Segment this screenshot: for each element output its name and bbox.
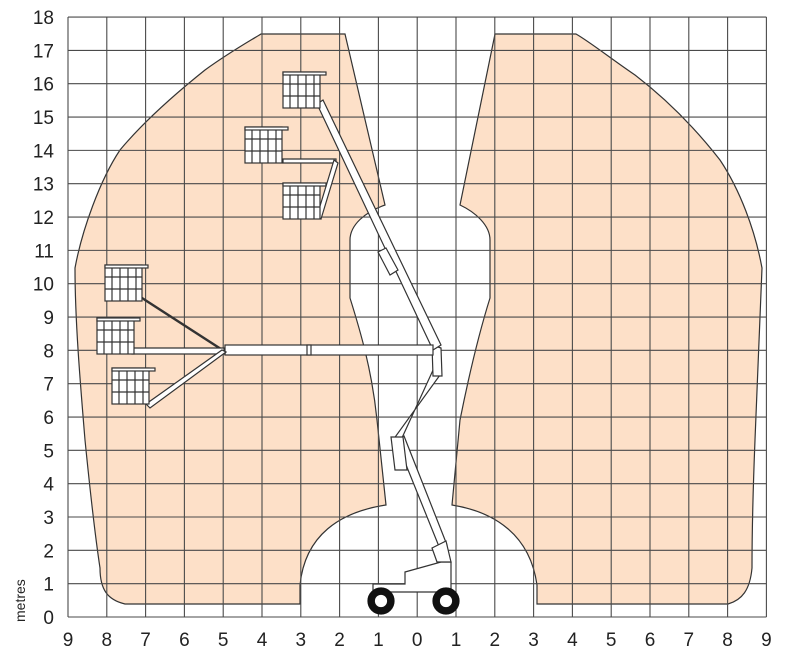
x-tick-label: 3 <box>528 630 539 651</box>
platform-14 <box>244 126 289 164</box>
chassis <box>372 561 452 593</box>
x-tick-label: 1 <box>451 630 462 651</box>
y-tick-label: 7 <box>43 375 54 396</box>
x-tick-label: 7 <box>684 630 695 651</box>
lower-boom-upper <box>391 366 441 441</box>
x-tick-label: 5 <box>606 630 617 651</box>
envelope-left <box>74 33 387 605</box>
y-tick-label: 15 <box>33 108 54 129</box>
y-tick-label: 0 <box>43 608 54 629</box>
jib-upper <box>139 295 227 354</box>
y-tick-label: 16 <box>33 75 54 96</box>
boom-knuckle <box>390 436 408 471</box>
y-tick-label: 8 <box>43 341 54 362</box>
x-tick-label: 0 <box>412 630 423 651</box>
envelope-right <box>451 33 763 605</box>
platform-top <box>282 71 327 109</box>
x-tick-label: 5 <box>218 630 229 651</box>
x-tick-label: 8 <box>722 630 733 651</box>
y-tick-label: 18 <box>33 8 54 29</box>
y-tick-label: 9 <box>43 308 54 329</box>
y-tick-label: 11 <box>34 241 54 262</box>
jib-mid <box>131 347 225 355</box>
machine <box>96 71 460 615</box>
y-tick-label: 4 <box>43 475 54 496</box>
y-tick-label: 14 <box>33 141 55 162</box>
x-tick-label: 2 <box>490 630 501 651</box>
grid-lines <box>67 16 767 618</box>
y-tick-label: 6 <box>43 408 54 429</box>
y-tick-label: 12 <box>33 208 54 229</box>
horizontal-boom-sleeve <box>306 344 312 356</box>
y-tick-label: 3 <box>43 508 54 529</box>
horizontal-boom <box>224 344 434 356</box>
platform-10 <box>104 264 149 302</box>
x-tick-label: 3 <box>296 630 307 651</box>
x-tick-label: 4 <box>567 630 578 651</box>
x-tick-label: 7 <box>140 630 151 651</box>
x-tick-label: 9 <box>63 630 74 651</box>
x-tick-label: 2 <box>334 630 345 651</box>
wheel-right <box>432 587 460 615</box>
jib-lower <box>145 349 228 409</box>
y-tick-label: 1 <box>43 575 54 596</box>
platform-8 <box>96 317 141 355</box>
platform-12 <box>282 182 327 220</box>
y-tick-label: 17 <box>33 41 54 62</box>
x-tick-label: 6 <box>179 630 190 651</box>
upper-boom-high-sleeve <box>377 247 399 276</box>
platform-7 <box>111 367 156 405</box>
y-tick-label: 2 <box>43 541 54 562</box>
y-tick-label: 5 <box>43 441 54 462</box>
jib-upper-high <box>282 158 337 164</box>
turret <box>431 540 452 563</box>
y-tick-label: 10 <box>33 275 54 296</box>
x-tick-label: 4 <box>257 630 268 651</box>
x-tick-label: 1 <box>373 630 384 651</box>
x-tick-label: 9 <box>761 630 772 651</box>
wheel-left <box>367 587 395 615</box>
unit-label: metres <box>12 579 28 622</box>
x-tick-label: 8 <box>102 630 113 651</box>
x-tick-label: 6 <box>645 630 656 651</box>
y-tick-label: 13 <box>33 175 54 196</box>
x-axis-ticks: 9 8 7 6 5 4 3 2 1 0 1 2 3 4 5 6 7 8 9 <box>63 630 772 651</box>
